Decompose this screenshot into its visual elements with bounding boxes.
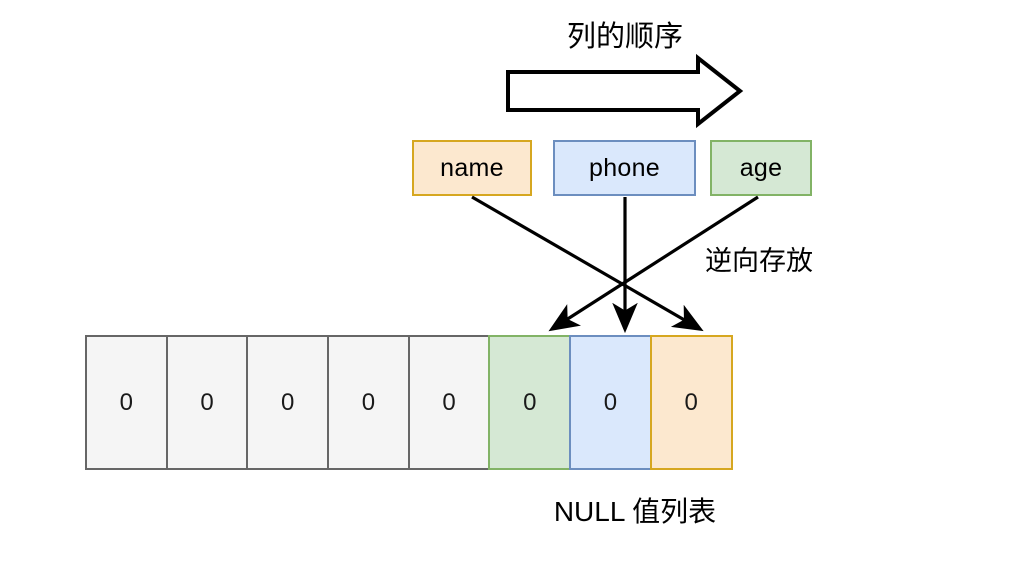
block-right-arrow-icon	[506, 53, 744, 129]
null-bitmap-caption: NULL 值列表	[553, 496, 717, 527]
null-bitmap-grid: 0 0 0 0 0 0 0 0	[85, 335, 733, 470]
column-label: name	[440, 153, 504, 182]
null-bitmap-cell-phone[interactable]: 0	[569, 335, 652, 470]
null-bitmap-cell[interactable]: 0	[85, 335, 168, 470]
null-bitmap-cell[interactable]: 0	[327, 335, 410, 470]
null-bitmap-cell-age[interactable]: 0	[488, 335, 572, 470]
column-box-name[interactable]: name	[412, 140, 532, 196]
column-box-phone[interactable]: phone	[553, 140, 696, 196]
page-title: 列的顺序	[566, 21, 683, 53]
null-bitmap-cell[interactable]: 0	[165, 335, 249, 470]
arrow-name-to-orange-cell	[471, 195, 704, 332]
null-bitmap-cell[interactable]: 0	[407, 335, 491, 470]
column-box-age[interactable]: age	[710, 140, 812, 196]
column-label: age	[739, 153, 783, 182]
reverse-storage-note: 逆向存放	[705, 246, 813, 276]
null-bitmap-cell[interactable]: 0	[246, 335, 330, 470]
column-label: phone	[588, 153, 661, 182]
null-bitmap-cell-name[interactable]: 0	[649, 335, 733, 470]
